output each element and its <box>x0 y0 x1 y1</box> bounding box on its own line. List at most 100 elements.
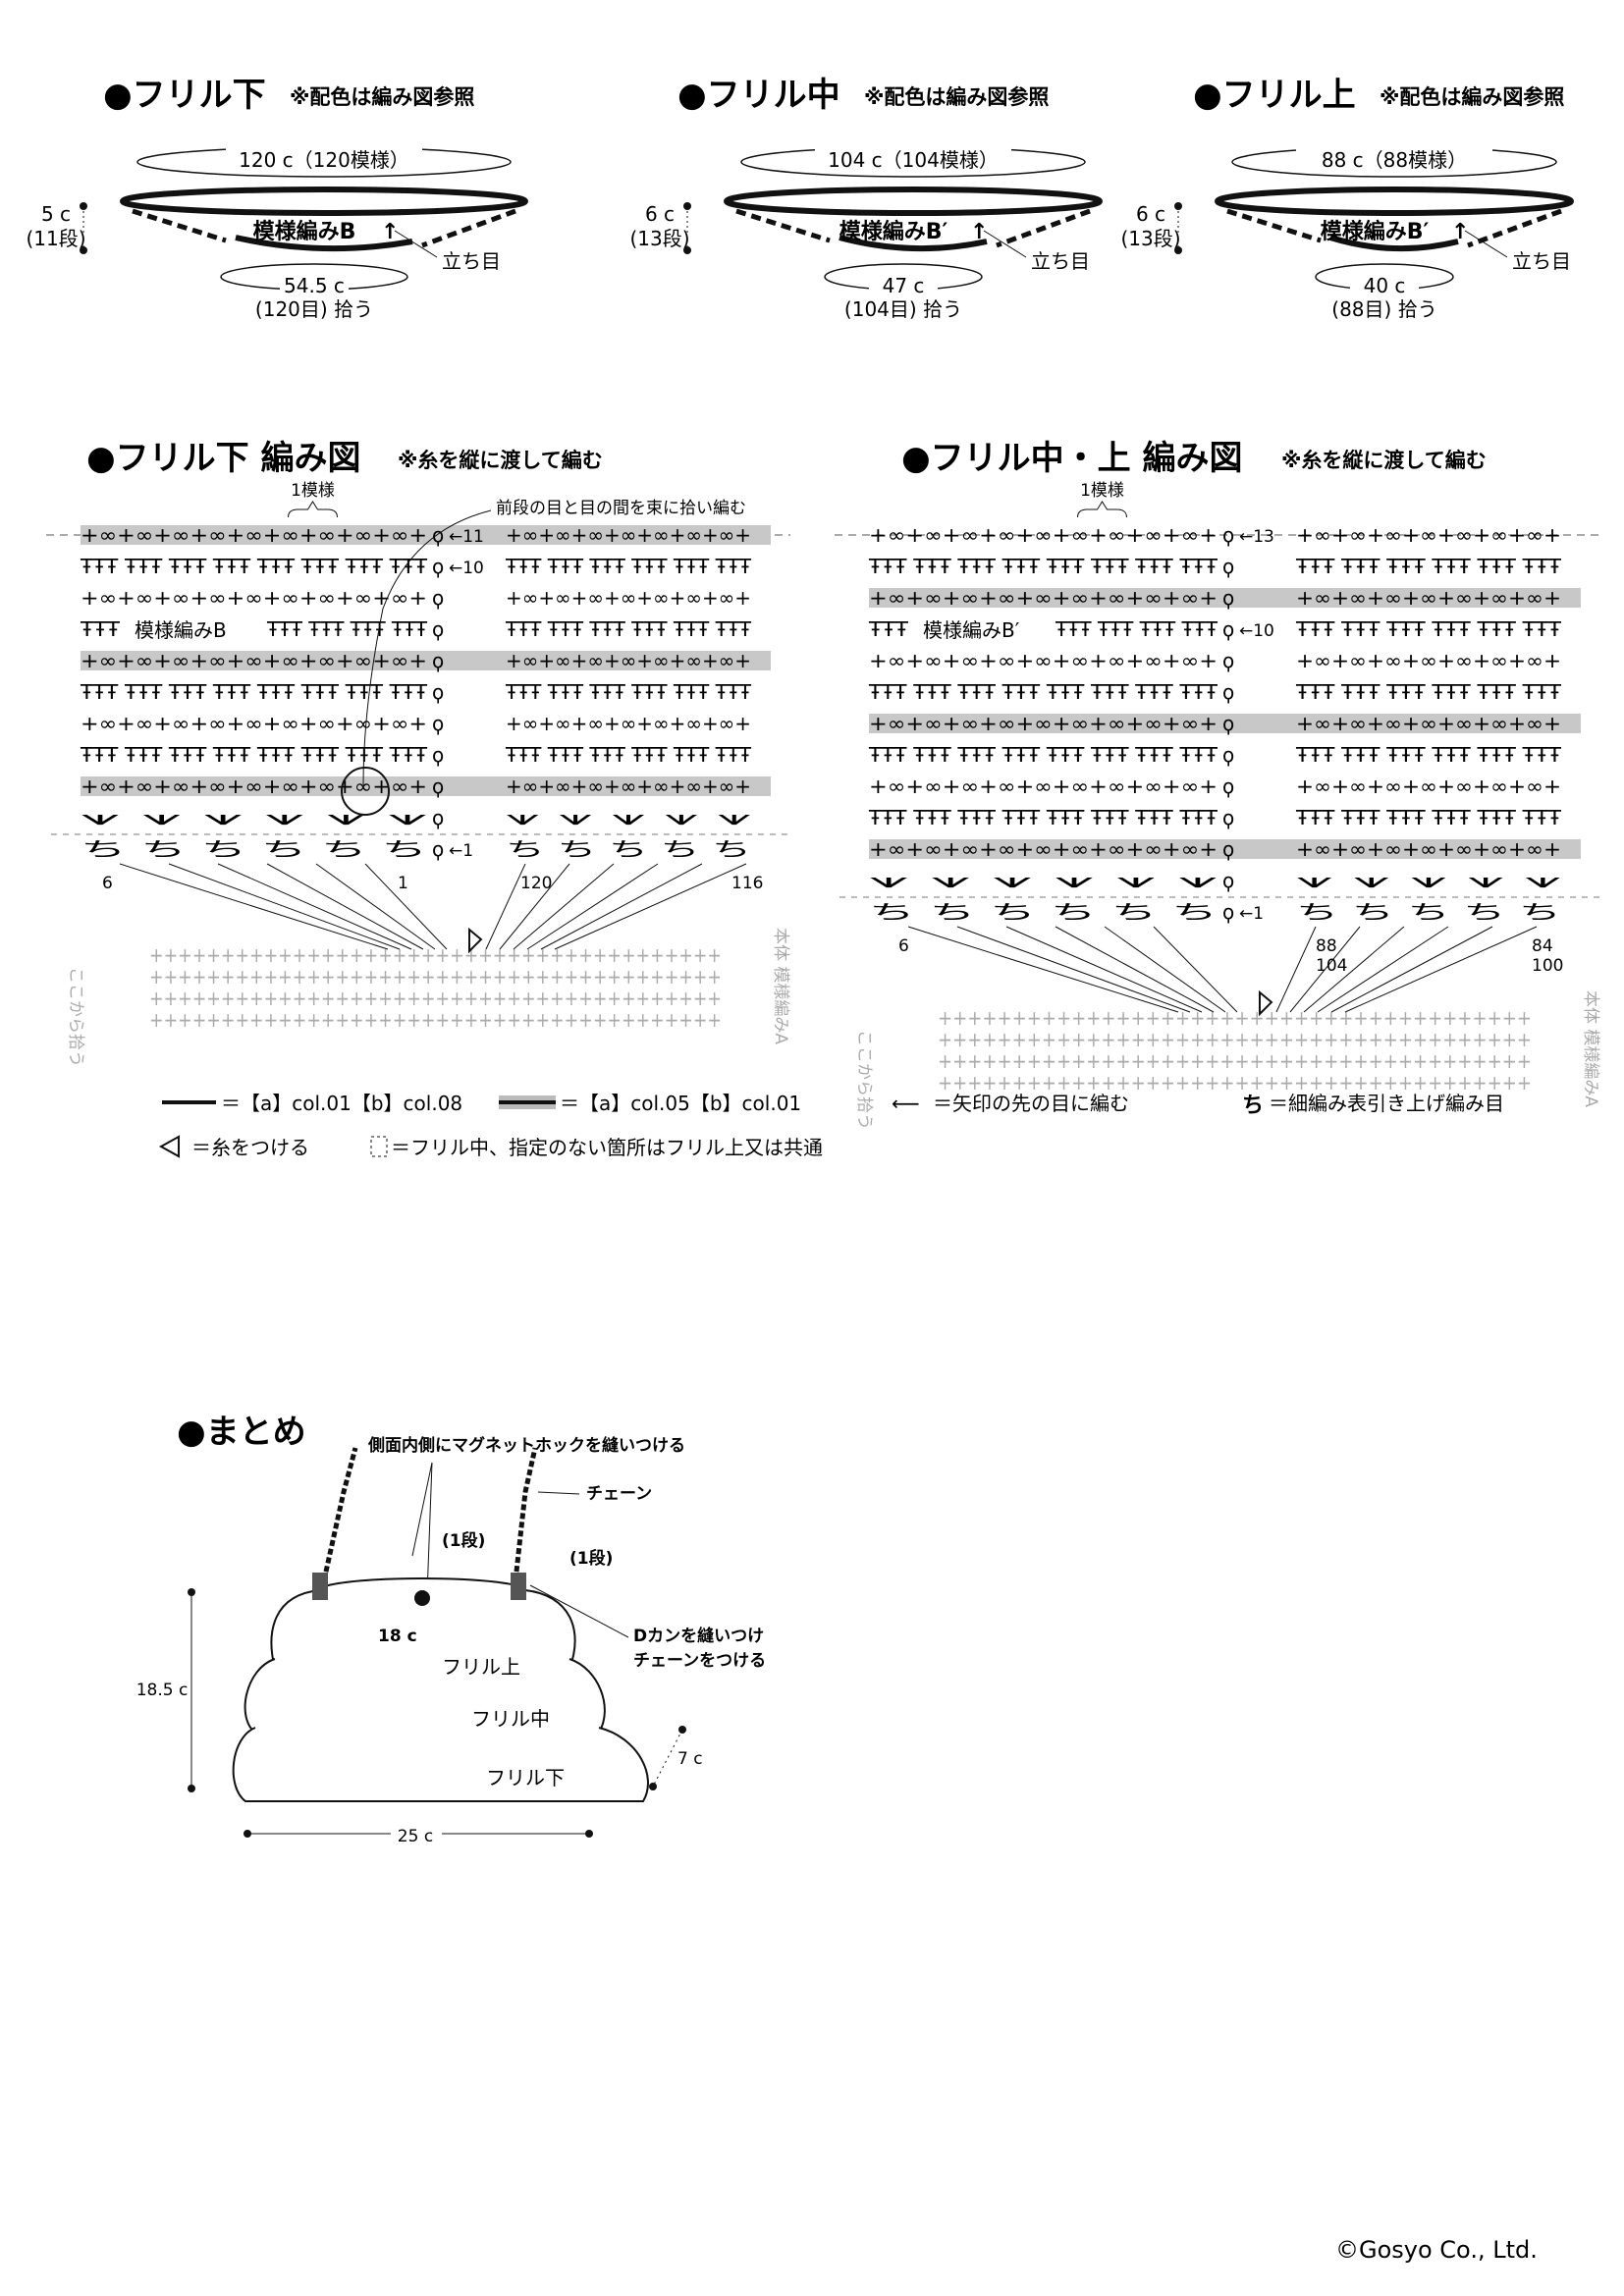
dc-stitch-row: ŦŦŦ ŦŦŦ ŦŦŦ ŦŦŦ ŦŦŦ ŦŦŦ <box>1295 617 1562 641</box>
chain-label: チェーン <box>586 1484 652 1504</box>
dc-stitch-row: ŦŦŦ ŦŦŦ ŦŦŦ ŦŦŦ ŦŦŦ ŦŦŦ <box>505 680 752 704</box>
frill-top-edge <box>120 187 528 216</box>
frill-side-dashed <box>132 208 227 243</box>
dc-stitch-row: ŦŦŦ ŦŦŦ ŦŦŦ ŦŦŦ ŦŦŦ ŦŦŦ ŦŦŦ ŦŦŦ <box>80 680 428 704</box>
dimension-dot <box>1174 202 1182 210</box>
row-number-label: ←10 <box>1239 621 1274 641</box>
turning-chain-icon: ϙ <box>432 774 444 798</box>
bottom-cm: 40 c <box>1364 274 1406 297</box>
ch-stitch-row: +∞+∞+∞+∞+∞+∞+∞+ <box>1296 649 1561 672</box>
finish-title: ●まとめ <box>177 1413 306 1452</box>
pickup-arrow <box>1104 926 1226 1013</box>
bottom-pick: (88目) 拾う <box>1331 297 1436 321</box>
turning-chain-icon: ϙ <box>1222 869 1234 892</box>
pickup-arrow <box>499 863 570 950</box>
callout-label: 前段の目と目の間を束に拾い編む <box>496 499 746 518</box>
pickup-arrow <box>513 863 615 950</box>
row-number-label: ←10 <box>449 559 484 578</box>
frill-top-edge <box>724 187 1103 216</box>
leader-line <box>1464 230 1508 258</box>
arrow-icon: ⟵ <box>892 1092 920 1115</box>
chart-title: ●フリル下 編み図 <box>86 439 361 478</box>
contrast-color-row <box>869 714 1581 733</box>
turning-chain-icon: ϙ <box>432 743 444 767</box>
height-cm: 5 c <box>41 202 71 226</box>
frill-side-dashed <box>1467 208 1562 248</box>
circumference-label: 88 c（88模様） <box>1322 148 1467 172</box>
dimension-dot <box>188 1785 195 1792</box>
start-label: 立ち目 <box>1031 249 1090 273</box>
body-label: 本体 模様編みA <box>1581 990 1600 1107</box>
legend-text: ＝【a】col.05【b】col.01 <box>560 1092 801 1115</box>
frill-note: ※配色は編み図参照 <box>1380 85 1564 109</box>
contrast-color-row <box>869 588 1581 608</box>
chart-title: ●フリル中・上 編み図 <box>901 439 1243 478</box>
chain-right <box>513 1447 538 1581</box>
callout-circle <box>341 767 390 816</box>
dimension-dot <box>80 246 87 254</box>
pick-up-label: ここから拾う <box>66 967 85 1067</box>
width-label: 25 c <box>398 1827 433 1846</box>
start-arrow-icon: ↑ <box>1451 220 1469 244</box>
chart-note: ※糸を縦に渡して編む <box>1281 449 1487 472</box>
dc-stitch-row: ŦŦŦ ŦŦŦ ŦŦŦ ŦŦŦ ŦŦŦ ŦŦŦ <box>1295 806 1562 829</box>
turning-chain-icon: ϙ <box>1222 617 1234 641</box>
pickup-arrow <box>364 863 448 950</box>
ch-stitch-row: +∞+∞+∞+∞+∞+∞+∞+ <box>1296 523 1561 547</box>
row-label: (1段) <box>442 1530 485 1551</box>
frill-mid-label: フリル中 <box>471 1707 550 1731</box>
dc-stitch-row: ŦŦŦ ŦŦŦ ŦŦŦ ŦŦŦ <box>1055 617 1218 641</box>
stitch-count-label: 100 <box>1532 956 1563 976</box>
dc-stitch-row: ŦŦŦ <box>80 617 121 641</box>
label-bg <box>1296 145 1492 173</box>
frill-bottom-label: フリル下 <box>486 1766 565 1789</box>
pickup-arrow <box>119 863 389 950</box>
label-bg <box>280 273 349 294</box>
leader-line <box>394 230 438 258</box>
post-stitch-row: ち ち ち ち ち ち <box>869 900 1218 924</box>
body-stitch-row: ++++++++++++++++++++++++++++++++++++++++ <box>149 1008 722 1032</box>
stitch-count-label: 104 <box>1316 956 1347 976</box>
legend-text: ＝細編み表引き上げ編み目 <box>1269 1092 1504 1115</box>
leader-line <box>426 1462 433 1596</box>
contrast-color-row <box>81 525 771 545</box>
turning-chain-icon: ϙ <box>1222 712 1234 735</box>
dimension-dot <box>188 1588 195 1596</box>
leader-line <box>983 230 1027 258</box>
pickup-arrow <box>168 863 401 950</box>
pattern-label: 模様編みB′ <box>839 219 948 244</box>
label-bg <box>1350 273 1419 294</box>
body-label: 本体 模様編みA <box>771 928 790 1044</box>
repeat-bracket <box>1077 501 1127 518</box>
leader-line <box>529 1584 629 1638</box>
turning-chain-icon: ϙ <box>432 680 444 704</box>
pickup-arrow <box>315 863 436 950</box>
contrast-color-row <box>869 839 1581 859</box>
ch-stitch-row: +∞+∞+∞+∞+∞+∞+∞+∞+∞+ <box>81 586 427 610</box>
dc-stitch-row: ŦŦŦ ŦŦŦ ŦŦŦ ŦŦŦ ŦŦŦ ŦŦŦ ŦŦŦ ŦŦŦ <box>80 743 428 767</box>
pickup-arrow <box>1317 926 1449 1013</box>
shade-stitch-row: +∞+∞+∞+∞+∞+∞+∞+ <box>1296 712 1561 735</box>
pickup-arrow <box>1330 926 1493 1013</box>
turning-chain-icon: ϙ <box>432 617 444 641</box>
pickup-arrow <box>217 863 412 950</box>
frill-bottom-edge <box>839 235 988 252</box>
ch-stitch-row: +∞+∞+∞+∞+∞+∞+∞+∞+∞+ <box>869 649 1218 672</box>
shade-stitch-row: +∞+∞+∞+∞+∞+∞+∞+ <box>1296 586 1561 610</box>
turning-chain-icon: ϙ <box>432 523 444 547</box>
dc-stitch-row: ŦŦŦ ŦŦŦ ŦŦŦ ŦŦŦ ŦŦŦ ŦŦŦ ŦŦŦ ŦŦŦ <box>868 680 1218 704</box>
label-bg <box>815 145 1011 173</box>
attach-yarn-icon <box>1259 989 1273 1017</box>
chain-attach-label: チェーンをつける <box>633 1651 766 1671</box>
dimension-dot <box>649 1783 657 1790</box>
dc-stitch-row: ŦŦŦ ŦŦŦ ŦŦŦ ŦŦŦ <box>266 617 428 641</box>
magnet-label: 側面内側にマグネットホックを縫いつける <box>367 1435 685 1456</box>
legend-text: ＝【a】col.01【b】col.08 <box>221 1092 462 1115</box>
d-ring-label: Dカンを縫いつけ <box>633 1626 764 1646</box>
frill-bottom-shape <box>232 1727 649 1802</box>
dimension-dot <box>683 246 691 254</box>
